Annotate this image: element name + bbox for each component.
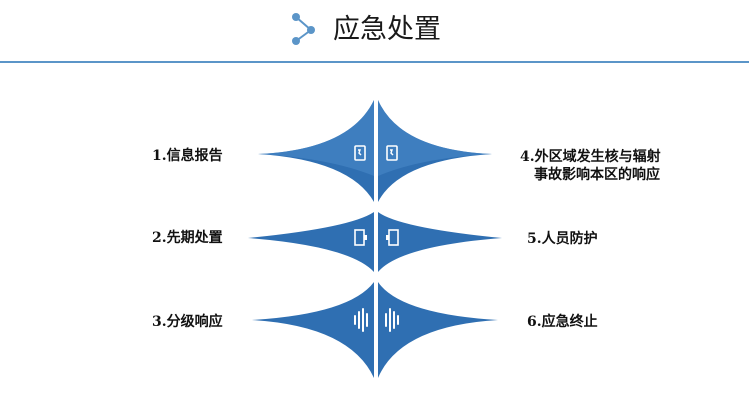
step-label-4: 4.外区域发生核与辐射 事故影响本区的响应 [520,148,661,184]
step-label-4-line2: 事故影响本区的响应 [534,167,660,183]
page-header: 应急处置 [0,0,749,62]
right-spike-shape [378,100,502,378]
battery-icon [354,229,367,246]
step-label-1: 1.信息报告 [152,148,223,164]
step-label-3: 3.分级响应 [152,314,223,330]
step-label-5: 5.人员防护 [527,231,598,247]
step-label-6: 6.应急终止 [527,314,598,330]
phone-icon [386,145,398,161]
header-divider [0,61,749,63]
left-spike-shape [248,100,374,378]
sound-wave-icon [354,308,368,332]
sound-wave-icon [385,308,399,332]
battery-icon [386,229,399,246]
page-title: 应急处置 [333,14,441,45]
step-label-2: 2.先期处置 [152,230,223,246]
phone-icon [354,145,366,161]
upper-highlight [258,100,374,176]
upper-highlight-right [378,100,492,176]
step-label-4-line1: 4.外区域发生核与辐射 [520,149,661,165]
share-nodes-icon [292,13,315,45]
